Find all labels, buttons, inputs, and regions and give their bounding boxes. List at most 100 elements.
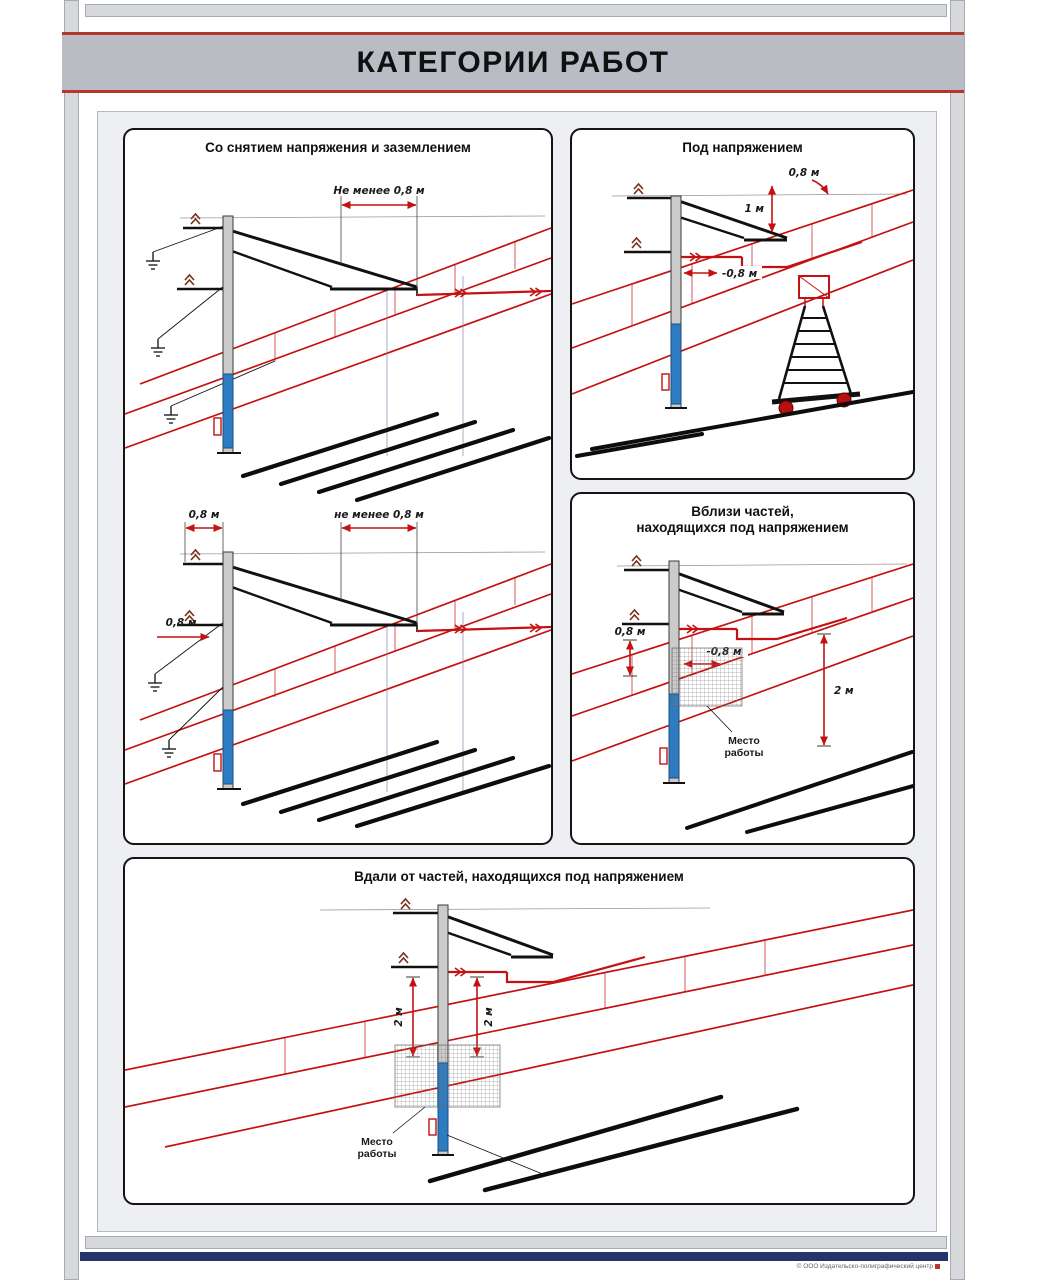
frame-right-bar (950, 0, 965, 1280)
panel-under-voltage-title: Под напряжением (682, 140, 803, 155)
dim-label: 0,8 м (166, 617, 197, 629)
dim-label: 2 м (483, 1007, 495, 1027)
diagram-grounded-b: 0,8 м не менее 0,8 м 0,8 м (125, 509, 551, 829)
catenary-wires (572, 563, 913, 763)
dim-label: Не менее 0,8 м (333, 185, 425, 197)
catenary-wires (125, 909, 913, 1149)
ground-icon (147, 673, 163, 692)
pole (428, 904, 454, 1157)
contact-arm (416, 623, 551, 634)
dimension-2m: 2 м (817, 633, 854, 747)
dim-label: 1 м (744, 203, 764, 215)
cantilever (391, 911, 554, 969)
cantilever (622, 569, 785, 626)
panel-far-voltage-title: Вдали от частей, находящихся под напряже… (354, 869, 684, 884)
insulator-icon (633, 183, 644, 195)
ground-icon (163, 405, 179, 424)
diagram-under-voltage: 0,8 м 1 м -0,8 м (572, 167, 913, 459)
hanger-wires (274, 577, 516, 698)
dimension-top: Не менее 0,8 м (333, 185, 425, 290)
rails (575, 390, 913, 459)
rails (240, 740, 551, 829)
insulator-icon (190, 213, 201, 225)
publisher-logo-icon (935, 1264, 940, 1269)
leader-line (446, 1134, 546, 1176)
dim-label: 0,8 м (789, 167, 820, 179)
diagram-near-voltage: 0,8 м -0,8 м 2 м Место работы (572, 555, 913, 835)
rails (427, 1094, 800, 1193)
work-place-label: работы (357, 1148, 396, 1160)
header-band: КАТЕГОРИИ РАБОТ (62, 32, 964, 93)
contact-arm (674, 617, 848, 641)
catenary-wires (125, 227, 551, 449)
panel-far-voltage: Вдали от частей, находящихся под напряже… (123, 857, 915, 1205)
dim-label: 2 м (834, 685, 854, 697)
panel-near-voltage-title: Вблизи частей, находящихся под напряжени… (572, 504, 913, 536)
frame-top-bar (85, 4, 947, 17)
contact-arm (443, 956, 646, 984)
structure-lines (386, 612, 464, 793)
ladder-tower (771, 275, 861, 416)
catenary-wires (572, 189, 913, 395)
insulator-icon (631, 555, 642, 568)
ground-icon (150, 338, 166, 357)
panel-near-voltage-title-line1: Вблизи частей, (691, 504, 794, 519)
panel-near-voltage-title-line2: находящихся под напряжением (636, 520, 849, 536)
footer-strip (80, 1252, 948, 1261)
contact-arm (676, 241, 863, 269)
work-place-label: Место (728, 735, 760, 747)
ground-leads (154, 621, 225, 741)
dimension-08: 0,8 м (789, 167, 829, 195)
insulator-icon (190, 549, 201, 561)
panel-near-voltage: Вблизи частей, находящихся под напряжени… (570, 492, 915, 845)
panel-grounded: Со снятием напряжения и заземлением (123, 128, 553, 845)
dim-label: 0,8 м (615, 626, 646, 638)
catenary-wires (125, 563, 551, 785)
diagram-grounded: Не менее 0,8 м (125, 185, 551, 829)
insulator-icon (184, 274, 195, 286)
work-area-hatch (394, 1044, 501, 1108)
ground-icon (145, 251, 161, 270)
diagram-grounded-a: Не менее 0,8 м (125, 185, 551, 503)
pole (213, 215, 241, 455)
dim-label: не менее 0,8 м (334, 509, 424, 521)
ground-icon (161, 739, 177, 758)
ground-leads (152, 225, 276, 407)
hanger-wires (631, 204, 873, 327)
insulator-icon (629, 609, 640, 622)
dim-label: 2 м (393, 1007, 405, 1027)
dimension-08: 0,8 м (615, 626, 646, 677)
dimension-m08: -0,8 м (683, 266, 762, 280)
insulator-icon (631, 237, 642, 249)
cantilever (177, 226, 418, 297)
insulator-icon (400, 898, 411, 910)
frame-bottom-bar (85, 1236, 947, 1249)
pole (213, 551, 241, 791)
panel-grounded-title: Со снятием напряжения и заземлением (205, 140, 471, 155)
panel-under-voltage: Под напряжением (570, 128, 915, 480)
hanger-wires (631, 577, 873, 696)
cantilever (177, 562, 418, 633)
dimension-center: не менее 0,8 м (334, 509, 424, 626)
dimension-1m: 1 м (744, 185, 776, 233)
copyright-text: © ООО Издательско-полиграфический центр (796, 1263, 933, 1270)
diagram-far-voltage: 2 м 2 м Место работы (125, 898, 913, 1193)
rails (240, 412, 551, 503)
contact-arm (416, 287, 551, 298)
dim-label: -0,8 м (722, 268, 758, 280)
frame-left-bar (64, 0, 79, 1280)
leader-line (706, 706, 733, 733)
copyright-line: © ООО Издательско-полиграфический центр (797, 1263, 940, 1270)
insulator-icon (398, 952, 409, 964)
hanger-wires (274, 241, 516, 362)
pole (661, 195, 687, 410)
dimension-side: 0,8 м (157, 617, 210, 642)
dimension-2m-left: 2 м (393, 976, 420, 1058)
rails (685, 750, 913, 835)
dimension-left: 0,8 м (184, 509, 224, 563)
work-place-label: работы (724, 747, 763, 759)
work-place-label: Место (361, 1136, 393, 1148)
hanger-wires (284, 940, 766, 1075)
work-area-hatch (671, 648, 743, 707)
leader-line (392, 1106, 426, 1134)
